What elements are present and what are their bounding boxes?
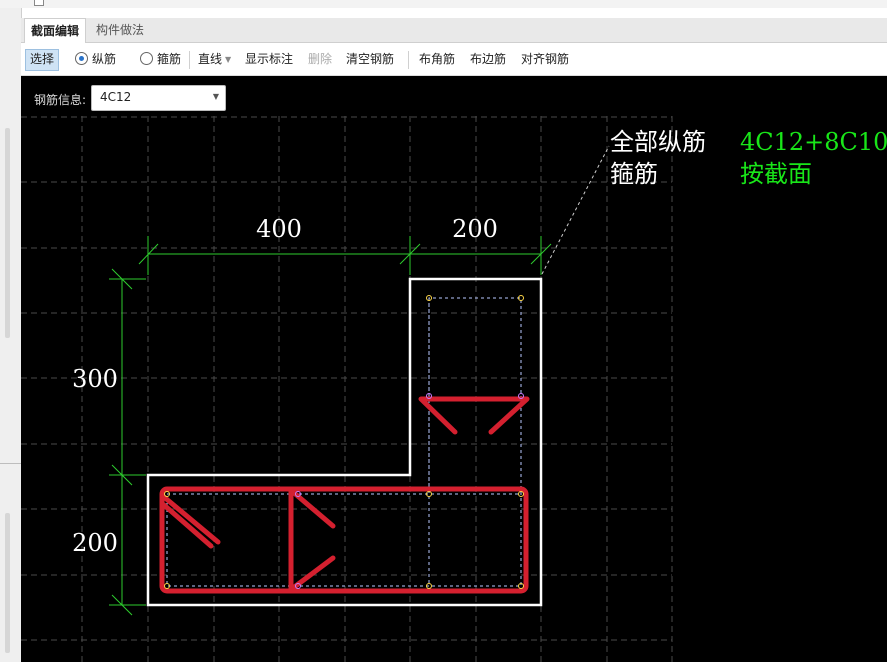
main-stirrup-hook <box>161 502 214 549</box>
section-drawing[interactable]: 400 200 300 200 全部纵筋 4C12+8C10 箍筋 按截面 <box>21 76 887 662</box>
dim-text-200-top[interactable]: 200 <box>452 215 498 243</box>
left-scrollbar-top[interactable] <box>5 128 10 338</box>
radio-checked-icon[interactable] <box>75 52 88 65</box>
left-panel <box>0 8 22 662</box>
leader-line <box>541 145 610 275</box>
grid-lines <box>21 116 673 662</box>
dim-text-200-left[interactable]: 200 <box>72 529 118 557</box>
tie-bar-hook <box>290 555 336 591</box>
chevron-down-icon: ▼ <box>225 55 232 64</box>
rebar-info-value: 4C12 <box>100 90 132 104</box>
top-strip <box>0 0 887 8</box>
top-tie-bar <box>418 396 530 435</box>
toolbar-divider <box>408 51 409 69</box>
stirrups[interactable] <box>159 396 530 594</box>
checkbox-icon[interactable] <box>34 0 44 6</box>
tab-section-edit[interactable]: 截面编辑 <box>24 18 87 43</box>
toolbar: 选择 纵筋 箍筋 直线▼ 显示标注 删除 清空钢筋 布角筋 布边筋 对齐钢筋 <box>21 43 887 76</box>
dim-text-300[interactable]: 300 <box>72 365 118 393</box>
radio-unchecked-icon[interactable] <box>140 52 153 65</box>
rebar-info-label: 钢筋信息: <box>34 93 87 107</box>
dimension-lines[interactable] <box>109 236 552 616</box>
delete-button[interactable]: 删除 <box>308 52 333 66</box>
longitudinal-radio[interactable]: 纵筋 <box>75 49 116 69</box>
tab-component-method[interactable]: 构件做法 <box>96 23 145 37</box>
left-scrollbar-bottom[interactable] <box>5 513 10 653</box>
toolbar-divider <box>189 51 190 69</box>
dim-text-400[interactable]: 400 <box>256 215 302 243</box>
clear-rebar-button[interactable]: 清空钢筋 <box>346 52 395 66</box>
info-value-all-longitudinal[interactable]: 4C12+8C10 <box>740 128 887 156</box>
corner-rebar-button[interactable]: 布角筋 <box>419 52 456 66</box>
edge-rebar-button[interactable]: 布边筋 <box>470 52 507 66</box>
left-panel-divider <box>0 463 21 464</box>
rebar-info-dropdown[interactable]: 4C12 ▼ <box>91 85 226 111</box>
main-stirrup <box>159 486 529 594</box>
stirrup-radio[interactable]: 箍筋 <box>140 49 181 69</box>
stirrup-radio-label: 箍筋 <box>157 52 182 66</box>
tie-bar-hook <box>290 489 336 529</box>
section-outline[interactable] <box>146 277 543 607</box>
chevron-down-icon: ▼ <box>212 92 219 101</box>
tab-bar: 截面编辑 构件做法 <box>21 18 887 43</box>
info-label-stirrup: 箍筋 <box>610 160 658 188</box>
select-button[interactable]: 选择 <box>25 49 60 71</box>
info-label-all-longitudinal: 全部纵筋 <box>610 128 706 156</box>
rebar-points[interactable] <box>164 295 524 589</box>
drawing-canvas[interactable]: 400 200 300 200 全部纵筋 4C12+8C10 箍筋 按截面 钢筋… <box>21 76 887 662</box>
align-rebar-button[interactable]: 对齐钢筋 <box>521 52 570 66</box>
cover-lines <box>166 297 522 587</box>
longitudinal-radio-label: 纵筋 <box>92 52 117 66</box>
info-value-stirrup[interactable]: 按截面 <box>740 160 812 188</box>
main-stirrup-hook <box>161 494 221 545</box>
line-dropdown-label: 直线 <box>198 52 223 66</box>
line-dropdown[interactable]: 直线▼ <box>198 49 231 69</box>
show-label-button[interactable]: 显示标注 <box>245 52 294 66</box>
